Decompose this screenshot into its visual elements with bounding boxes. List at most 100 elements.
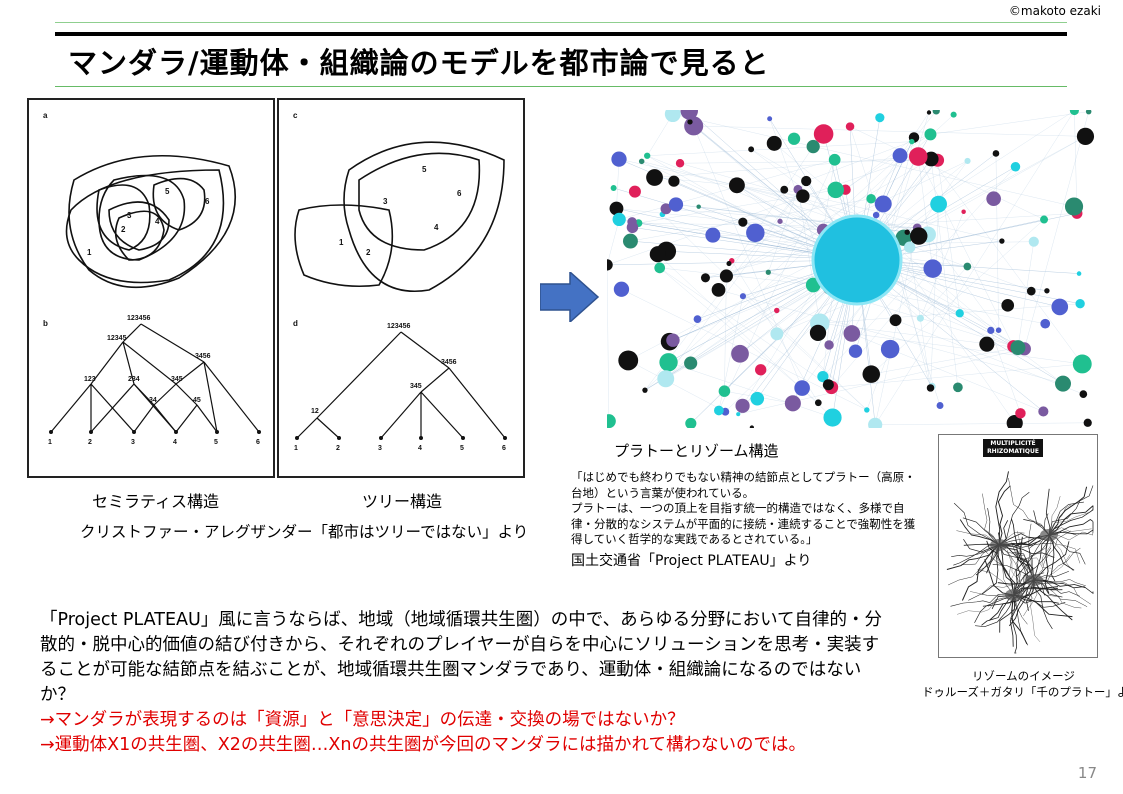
network-node bbox=[1076, 127, 1095, 145]
network-node bbox=[987, 326, 995, 334]
tnode-345: 345 bbox=[410, 383, 422, 390]
network-link bbox=[784, 189, 1002, 242]
rhizome-stroke bbox=[982, 493, 1000, 546]
network-node bbox=[668, 197, 684, 212]
network-link bbox=[693, 125, 1086, 137]
network-node bbox=[1015, 408, 1026, 419]
network-node bbox=[774, 307, 780, 314]
rhizome-drawing bbox=[946, 471, 1094, 654]
network-link bbox=[690, 280, 840, 424]
network-link bbox=[647, 113, 673, 156]
rhizome-stroke bbox=[1045, 488, 1051, 536]
rhizome-stroke bbox=[950, 594, 1015, 607]
rhizome-stroke bbox=[1017, 534, 1050, 589]
semilattice-caption: セミラティス構造 bbox=[92, 492, 220, 511]
network-node bbox=[1072, 354, 1092, 374]
network-node bbox=[659, 353, 678, 372]
plateau-quote: 「はじめでも終わりでもない精神の結節点としてプラトー（高原・台地）という言葉が使… bbox=[571, 470, 916, 546]
network-node bbox=[904, 229, 910, 235]
network-node bbox=[660, 203, 672, 215]
network-node bbox=[999, 238, 1005, 244]
network-node bbox=[711, 282, 726, 297]
network-node bbox=[1075, 299, 1085, 309]
network-link bbox=[693, 125, 803, 389]
network-node bbox=[814, 399, 822, 407]
network-node bbox=[780, 185, 789, 194]
rhizome-stroke bbox=[1048, 534, 1075, 571]
body-text: 「Project PLATEAU」風に言うならば、地域（地域循環共生圏）の中で、… bbox=[40, 608, 890, 758]
title-divider bbox=[55, 86, 1067, 87]
tnode-12: 12 bbox=[311, 408, 319, 415]
network-link bbox=[930, 111, 1089, 135]
network-node bbox=[657, 370, 675, 388]
network-link bbox=[659, 267, 819, 403]
network-link bbox=[1024, 111, 1089, 349]
leaf-2: 2 bbox=[88, 439, 92, 446]
network-node bbox=[770, 327, 784, 341]
network-link bbox=[871, 219, 1045, 375]
rhizome-stroke bbox=[1026, 534, 1050, 582]
rhizome-knot bbox=[990, 539, 1008, 551]
network-link bbox=[920, 266, 968, 319]
network-link bbox=[768, 189, 799, 273]
rhizome-stroke bbox=[974, 594, 1015, 623]
network-node bbox=[824, 340, 834, 350]
network-node bbox=[923, 259, 942, 278]
rhizome-stroke bbox=[1013, 558, 1027, 596]
network-node bbox=[680, 110, 698, 120]
network-node bbox=[864, 407, 870, 413]
rhizome-stroke bbox=[1048, 501, 1084, 536]
rhizome-stroke bbox=[975, 594, 1015, 628]
network-node bbox=[963, 262, 972, 271]
set-1: 1 bbox=[87, 248, 92, 257]
rhizome-stroke bbox=[1008, 477, 1050, 536]
network-node bbox=[1076, 271, 1082, 276]
network-link bbox=[930, 204, 939, 388]
network-node bbox=[908, 147, 928, 166]
network-node bbox=[693, 315, 702, 323]
network-node bbox=[1040, 318, 1051, 329]
network-link bbox=[659, 267, 832, 388]
rhizome-stroke bbox=[953, 502, 1000, 546]
tleaf-1: 1 bbox=[294, 445, 298, 452]
network-link bbox=[755, 213, 1077, 234]
network-link bbox=[647, 141, 912, 156]
page-number: 17 bbox=[1077, 764, 1097, 782]
network-node bbox=[748, 146, 755, 153]
network-node bbox=[766, 135, 782, 151]
network-link bbox=[875, 422, 1088, 426]
network-node bbox=[719, 269, 733, 283]
network-link bbox=[797, 189, 820, 324]
leaf-4: 4 bbox=[173, 439, 177, 446]
network-node bbox=[866, 193, 876, 204]
network-node bbox=[718, 385, 731, 397]
rhizome-stroke bbox=[1025, 534, 1050, 560]
network-node bbox=[1044, 288, 1050, 294]
network-node bbox=[755, 364, 767, 376]
rhizome-stroke bbox=[1033, 541, 1070, 581]
body-paragraph: 「Project PLATEAU」風に言うならば、地域（地域循環共生圏）の中で、… bbox=[40, 610, 883, 705]
leaf-5: 5 bbox=[214, 439, 218, 446]
network-node bbox=[736, 412, 741, 417]
red-point-2: →運動体X1の共生圏、X2の共生圏…Xnの共生圏が今回のマンダラには描かれて構わ… bbox=[40, 735, 806, 755]
network-node bbox=[961, 209, 966, 214]
network-node bbox=[1010, 161, 1021, 172]
network-node bbox=[1079, 390, 1088, 398]
rhizome-stroke bbox=[995, 471, 1009, 546]
rhizome-stroke bbox=[987, 508, 1000, 546]
rhizome-stroke bbox=[998, 544, 1055, 558]
rhizome-stroke bbox=[1033, 579, 1094, 595]
node-345: 345 bbox=[171, 376, 183, 383]
network-node bbox=[644, 152, 651, 159]
network-link bbox=[874, 227, 918, 425]
network-link bbox=[607, 264, 610, 422]
node-234: 234 bbox=[128, 376, 140, 383]
network-node bbox=[1038, 406, 1049, 417]
set-5: 5 bbox=[165, 187, 170, 196]
rhizome-stroke bbox=[951, 544, 1000, 558]
rhizome-stroke bbox=[961, 544, 1000, 601]
rhizome-stroke bbox=[998, 544, 1008, 573]
plateau-network-image bbox=[607, 110, 1095, 428]
network-node bbox=[910, 227, 928, 245]
tree-set-6: 6 bbox=[457, 189, 462, 198]
